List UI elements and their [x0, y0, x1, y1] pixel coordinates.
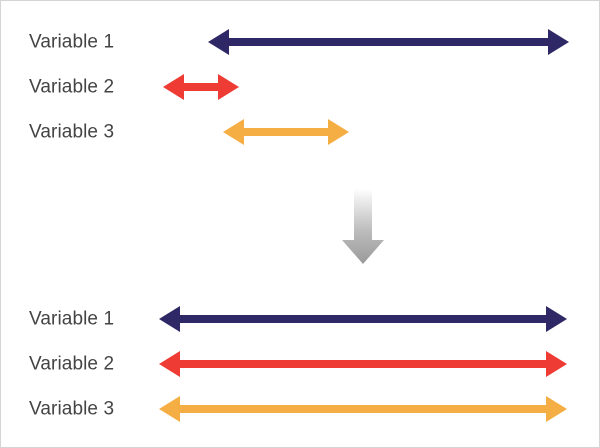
bottom-variable-1-label: Variable 1 [29, 308, 115, 330]
bottom-variable-3-label: Variable 3 [29, 398, 115, 420]
bottom-variable-2-label: Variable 2 [29, 353, 115, 375]
top-variable-3-label: Variable 3 [29, 121, 115, 143]
navy-double-arrow-short-range [208, 29, 569, 55]
top-variable-1-arrow [208, 29, 569, 55]
top-variable-2-label: Variable 2 [29, 76, 115, 98]
top-variable-1-label: Variable 1 [29, 31, 115, 53]
gray-gradient-arrow-glyph [342, 189, 384, 264]
